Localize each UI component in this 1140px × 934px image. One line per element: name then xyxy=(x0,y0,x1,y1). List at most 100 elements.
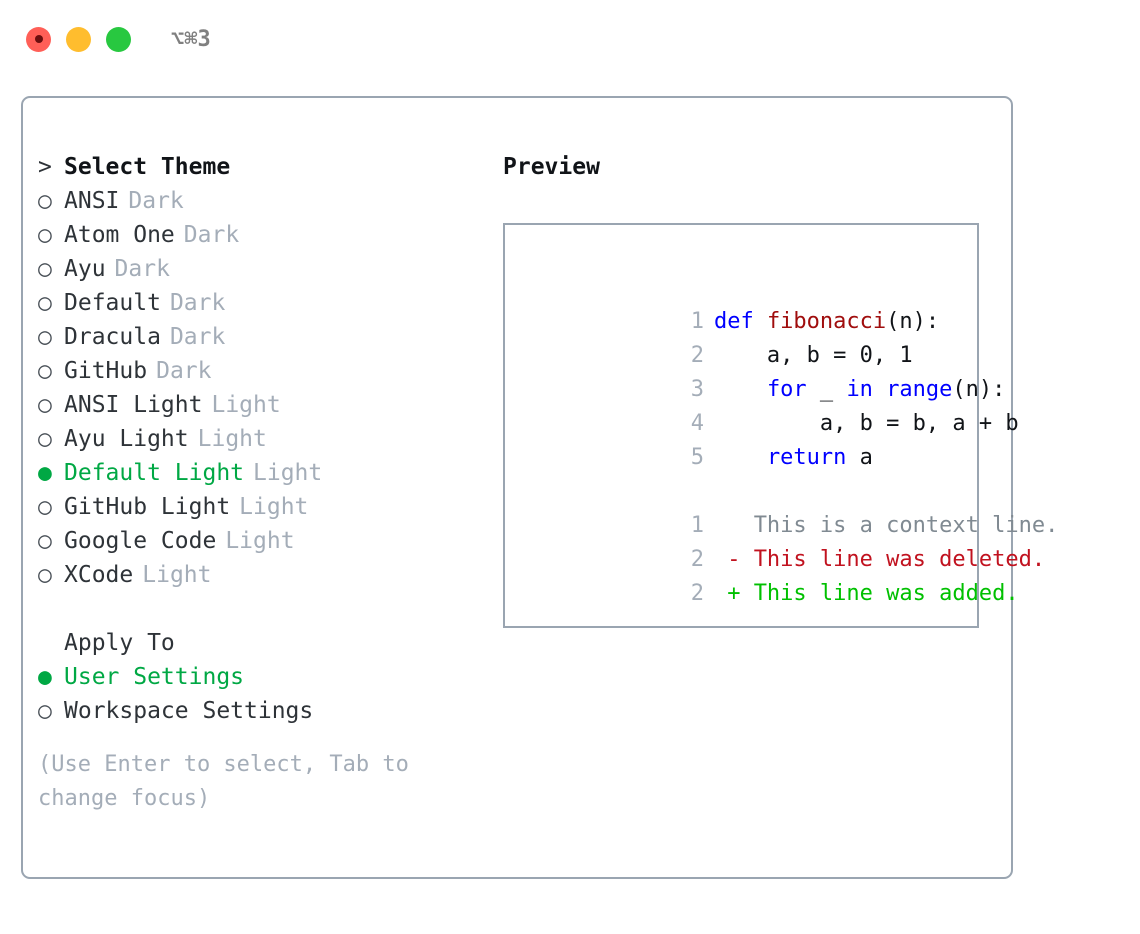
theme-variant: Light xyxy=(225,528,295,554)
diff-line-added: 2 + This line was added. xyxy=(523,543,1019,606)
radio-unselected-icon[interactable]: ○ xyxy=(38,698,52,724)
line-number: 2 xyxy=(690,343,704,368)
apply-to-item-selected[interactable]: ● User Settings xyxy=(38,660,478,694)
radio-unselected-icon[interactable]: ○ xyxy=(38,222,52,248)
preview-code-box: 1 def fibonacci (n): 2 a, b = 0, 1 3 for _… xyxy=(503,223,1059,628)
theme-list-item[interactable]: ○ ANSI Dark xyxy=(38,184,478,218)
theme-name: GitHub xyxy=(64,358,148,384)
theme-list-item[interactable]: ○ Ayu Dark xyxy=(38,252,478,286)
code-token: return xyxy=(766,445,847,470)
theme-name: ANSI Light xyxy=(64,392,203,418)
radio-unselected-icon[interactable]: ○ xyxy=(38,290,52,316)
diff-line-deleted: 2 - This line was deleted. xyxy=(523,509,1045,572)
theme-variant: Dark xyxy=(114,256,170,282)
line-number: 1 xyxy=(690,513,704,538)
theme-name: Dracula xyxy=(64,324,161,350)
close-window-button[interactable] xyxy=(26,26,51,52)
diff-line-context: 1 This is a context line. xyxy=(523,475,1059,538)
radio-unselected-icon[interactable]: ○ xyxy=(38,562,52,588)
cursor-caret-icon: > xyxy=(38,154,52,180)
code-line: 4 a, b = b, a + b xyxy=(523,373,1019,436)
code-token: _ xyxy=(806,377,847,402)
apply-to-title: Apply To xyxy=(64,630,175,656)
theme-variant: Light xyxy=(142,562,212,588)
code-sample: 1 def fibonacci (n): 2 a, b = 0, 1 3 for _… xyxy=(523,271,1019,470)
theme-variant: Light xyxy=(253,460,323,486)
maximize-window-button[interactable] xyxy=(106,26,131,52)
theme-list-item[interactable]: ○ Ayu Light Light xyxy=(38,422,478,456)
apply-to-item[interactable]: ○ Workspace Settings xyxy=(38,694,478,728)
line-number: 5 xyxy=(690,445,704,470)
radio-unselected-icon[interactable]: ○ xyxy=(38,392,52,418)
radio-unselected-icon[interactable]: ○ xyxy=(38,494,52,520)
theme-list-item[interactable]: ○ Atom One Dark xyxy=(38,218,478,252)
diff-text: + This line was added. xyxy=(713,581,1019,606)
code-token: (n): xyxy=(952,377,1006,402)
radio-unselected-icon[interactable]: ○ xyxy=(38,358,52,384)
theme-list-item[interactable]: ○ XCode Light xyxy=(38,558,478,592)
theme-name: XCode xyxy=(64,562,134,588)
theme-variant: Dark xyxy=(183,222,240,248)
code-token: def xyxy=(713,309,767,334)
apply-to-header: Apply To xyxy=(38,626,478,660)
select-theme-title: Select Theme xyxy=(64,154,231,180)
radio-selected-icon[interactable]: ● xyxy=(38,460,52,486)
code-token: a xyxy=(846,445,873,470)
radio-unselected-icon[interactable]: ○ xyxy=(38,256,52,282)
theme-variant: Light xyxy=(211,392,281,418)
line-number: 4 xyxy=(690,411,704,436)
theme-name: ANSI xyxy=(64,188,120,214)
code-token: in xyxy=(846,377,887,402)
theme-list: ○ ANSI Dark ○ Atom One Dark ○ Ayu Dark xyxy=(38,184,478,592)
code-token xyxy=(714,445,767,470)
diff-text: - This line was deleted. xyxy=(713,547,1046,572)
theme-variant: Light xyxy=(197,426,267,452)
window-titlebar: ⌥⌘3 xyxy=(0,0,1140,78)
theme-variant: Dark xyxy=(169,290,226,316)
theme-variant: Dark xyxy=(128,188,184,214)
theme-name: Default xyxy=(64,290,161,316)
theme-name: Atom One xyxy=(64,222,175,248)
theme-name: Ayu xyxy=(64,256,106,282)
theme-name: Default Light xyxy=(64,460,245,486)
apply-to-option-label: User Settings xyxy=(64,664,245,690)
radio-unselected-icon[interactable]: ○ xyxy=(38,528,52,554)
code-token: fibonacci xyxy=(766,309,887,334)
preview-title: Preview xyxy=(503,154,600,180)
theme-picker-window: > Select Theme ○ ANSI Dark ○ Atom One Da… xyxy=(21,96,1059,879)
code-token: a, b = 0, 1 xyxy=(713,343,913,368)
code-line: 5 return a xyxy=(523,407,977,470)
theme-variant: Dark xyxy=(156,358,212,384)
code-token xyxy=(714,377,767,402)
line-number: 2 xyxy=(690,581,704,606)
keyboard-shortcut-label: ⌥⌘3 xyxy=(171,26,211,52)
theme-list-item[interactable]: ○ ANSI Light Light xyxy=(38,388,478,422)
preview-panel: Preview 1 def fibonacci (n): 2 a, b = 0, 1… xyxy=(503,150,1059,628)
select-theme-header: > Select Theme xyxy=(38,150,478,184)
theme-name: Google Code xyxy=(64,528,217,554)
theme-selection-panel: > Select Theme ○ ANSI Dark ○ Atom One Da… xyxy=(38,150,478,816)
theme-list-item[interactable]: ○ GitHub Light Light xyxy=(38,490,478,524)
list-spacer xyxy=(38,592,478,626)
diff-text: This is a context line. xyxy=(713,513,1059,538)
theme-list-item[interactable]: ○ GitHub Dark xyxy=(38,354,478,388)
radio-unselected-icon[interactable]: ○ xyxy=(38,324,52,350)
code-token: a, b = b, a + b xyxy=(713,411,1019,436)
minimize-window-button[interactable] xyxy=(66,26,91,52)
code-line: 3 for _ in range(n): xyxy=(523,339,1006,402)
radio-unselected-icon[interactable]: ○ xyxy=(38,188,52,214)
theme-name: Ayu Light xyxy=(64,426,189,452)
apply-to-list: ● User Settings ○ Workspace Settings xyxy=(38,660,478,728)
code-token: range xyxy=(886,377,953,402)
line-number: 3 xyxy=(690,377,704,402)
radio-unselected-icon[interactable]: ○ xyxy=(38,426,52,452)
theme-list-item[interactable]: ○ Default Dark xyxy=(38,286,478,320)
traffic-light-buttons xyxy=(26,26,131,52)
theme-list-item[interactable]: ○ Dracula Dark xyxy=(38,320,478,354)
code-line: 2 a, b = 0, 1 xyxy=(523,305,977,368)
code-token: for xyxy=(766,377,807,402)
line-number: 1 xyxy=(690,309,704,334)
theme-list-item-selected[interactable]: ● Default Light Light xyxy=(38,456,478,490)
theme-list-item[interactable]: ○ Google Code Light xyxy=(38,524,478,558)
radio-selected-icon[interactable]: ● xyxy=(38,664,52,690)
